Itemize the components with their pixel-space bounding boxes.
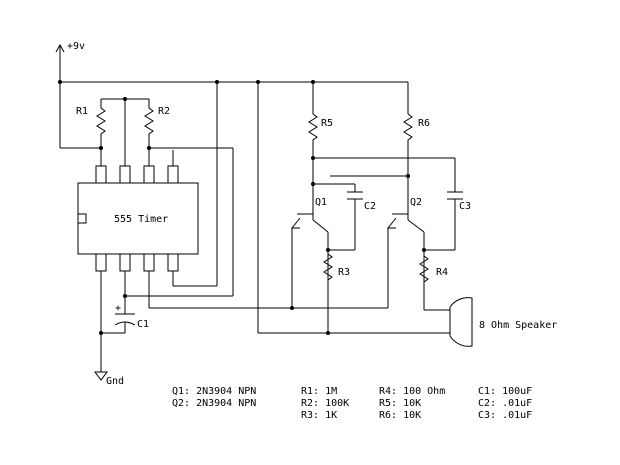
svg-text:C3: .01uF: C3: .01uF	[478, 410, 532, 421]
svg-text:R4: R4	[436, 267, 448, 278]
resistor-r6: R6	[403, 82, 430, 214]
svg-text:R6: R6	[418, 118, 430, 129]
supply-label: +9v	[67, 41, 85, 52]
svg-text:R4: 100 Ohm: R4: 100 Ohm	[379, 386, 445, 397]
resistor-r1: R1	[76, 99, 106, 166]
svg-text:Q2: Q2	[410, 197, 422, 208]
svg-text:R3: R3	[338, 267, 350, 278]
ground-label: Gnd	[106, 376, 124, 387]
svg-text:C3: C3	[459, 201, 471, 212]
svg-text:Q2: 2N3904 NPN: Q2: 2N3904 NPN	[172, 398, 256, 409]
svg-text:C2: .01uF: C2: .01uF	[478, 398, 532, 409]
svg-text:C1: C1	[137, 319, 149, 330]
resistor-r2: R2	[144, 99, 170, 166]
svg-text:R2: R2	[158, 106, 170, 117]
svg-text:R3: 1K: R3: 1K	[301, 410, 337, 421]
svg-text:C1: 100uF: C1: 100uF	[478, 386, 532, 397]
capacitor-c1: + C1	[101, 303, 149, 334]
transistor-q2: Q2	[386, 197, 425, 310]
resistor-r5: R5	[308, 82, 333, 214]
svg-text:R2: 100K: R2: 100K	[301, 398, 349, 409]
svg-text:C2: C2	[364, 201, 376, 212]
parts-list: Q1: 2N3904 NPN Q2: 2N3904 NPN R1: 1M R2:…	[172, 386, 532, 421]
svg-text:R6: 10K: R6: 10K	[379, 410, 421, 421]
svg-text:Q1: 2N3904 NPN: Q1: 2N3904 NPN	[172, 386, 256, 397]
svg-text:+: +	[115, 303, 121, 314]
svg-text:R1: R1	[76, 106, 88, 117]
transistor-q1: Q1	[290, 197, 329, 333]
capacitor-c3: C3	[447, 191, 471, 250]
chip-label: 555 Timer	[114, 214, 168, 225]
svg-text:R1: 1M: R1: 1M	[301, 386, 337, 397]
speaker-label: 8 Ohm Speaker	[479, 320, 557, 331]
capacitor-c2: C2	[347, 191, 376, 250]
resistor-r3: R3	[323, 253, 350, 281]
timer-555-chip: 555 Timer	[77, 165, 199, 272]
resistor-r4: R4	[419, 255, 448, 283]
svg-text:R5: R5	[321, 118, 333, 129]
speaker-symbol: 8 Ohm Speaker	[449, 297, 557, 347]
svg-text:R5: 10K: R5: 10K	[379, 398, 421, 409]
svg-text:Q1: Q1	[315, 197, 327, 208]
power-supply: +9v	[55, 41, 85, 82]
ground-symbol: Gnd	[94, 371, 124, 387]
